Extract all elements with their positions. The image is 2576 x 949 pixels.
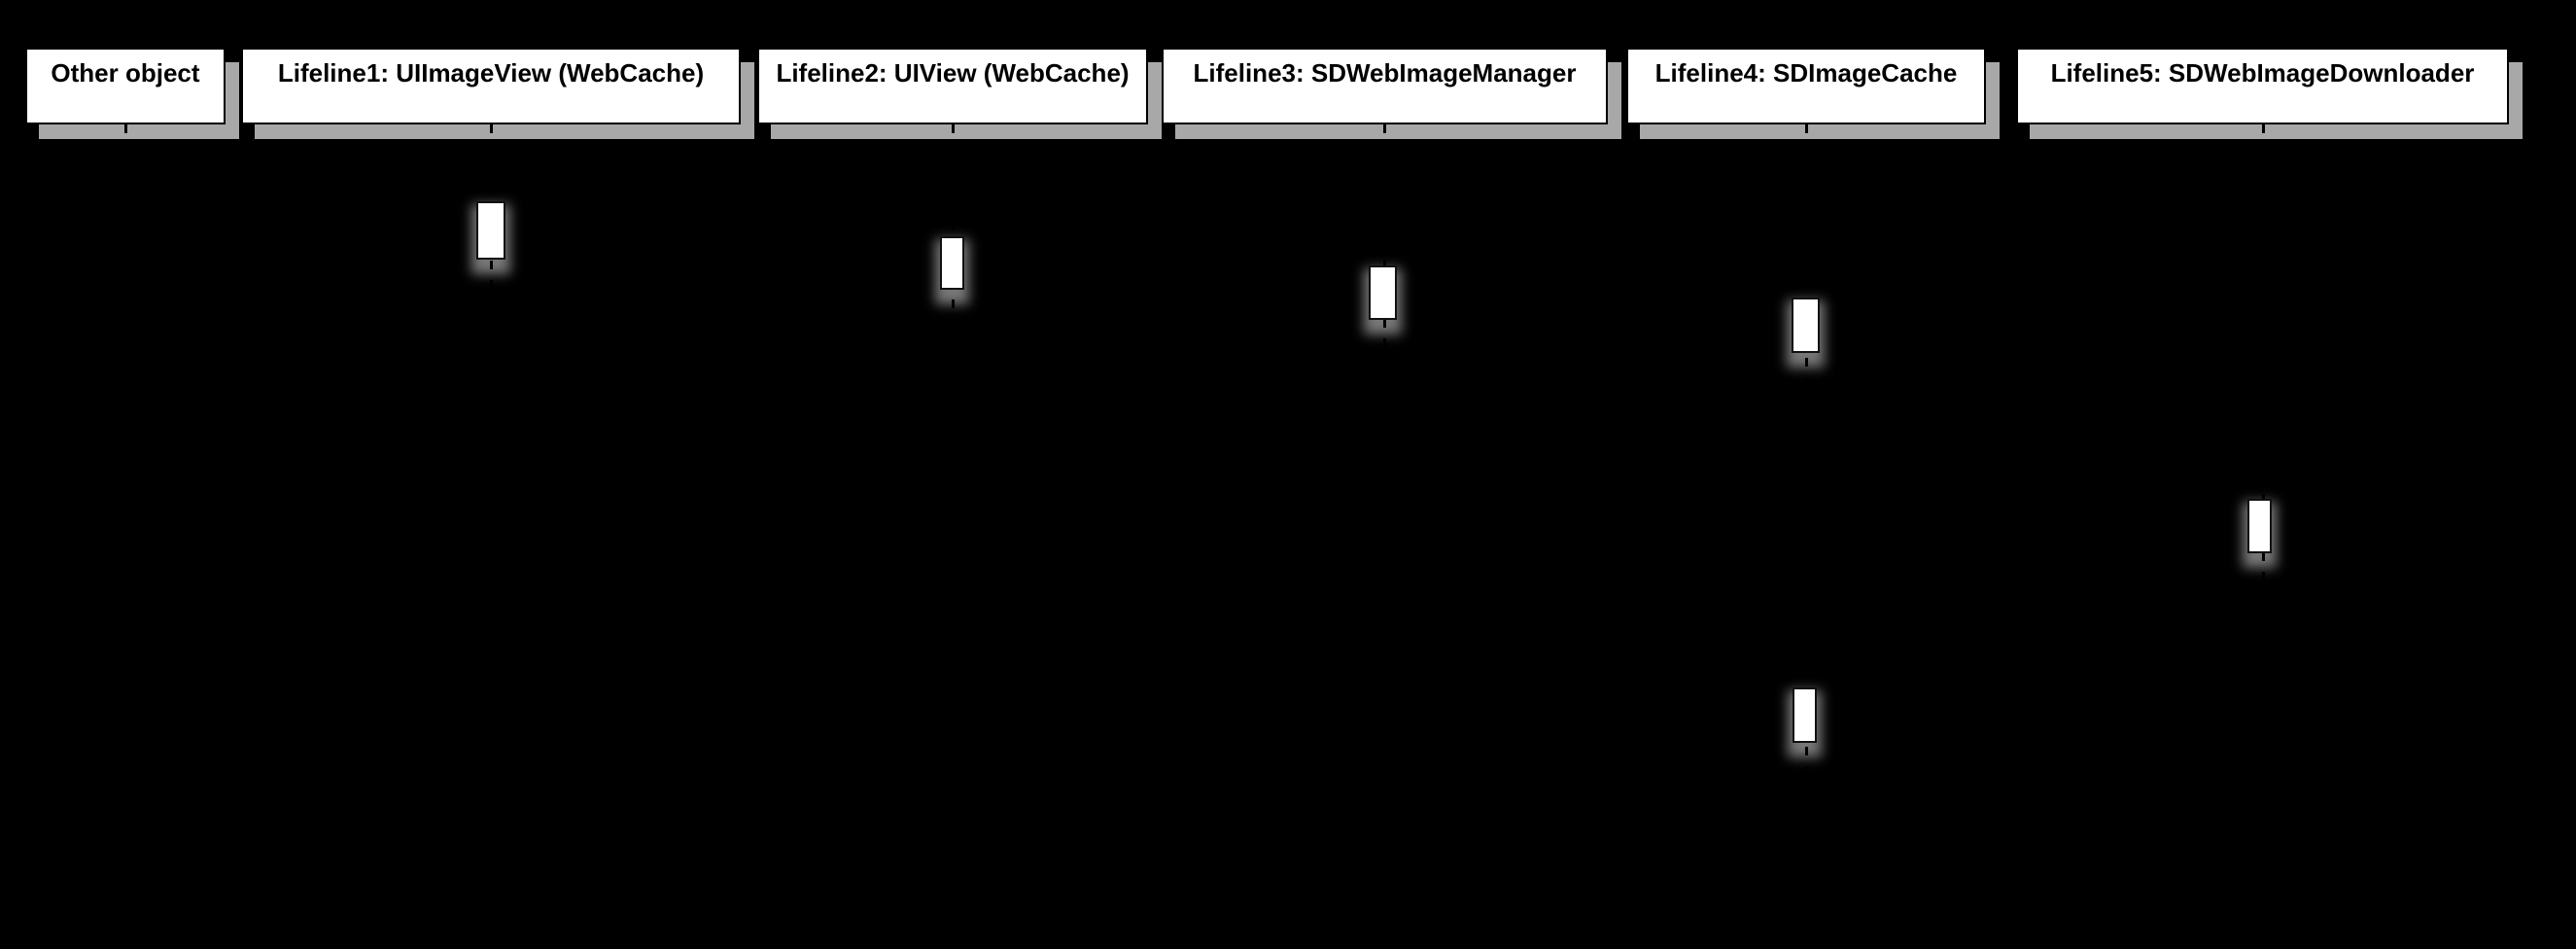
lifeline-header-box: Lifeline2: UIView (WebCache) — [757, 48, 1148, 124]
lifeline-header-box: Other object — [25, 48, 226, 124]
lifeline-label: Lifeline1: UIImageView (WebCache) — [277, 58, 705, 88]
lifeline-dashed-line — [124, 124, 127, 939]
lifeline-header-box: Lifeline4: SDImageCache — [1626, 48, 1986, 124]
activation-bar — [2247, 499, 2272, 553]
lifeline-header-box: Lifeline1: UIImageView (WebCache) — [241, 48, 741, 124]
lifeline-label: Lifeline4: SDImageCache — [1654, 58, 1958, 88]
activation-bar — [1792, 298, 1820, 353]
lifeline-label: Lifeline2: UIView (WebCache) — [776, 58, 1130, 88]
lifeline-label: Lifeline5: SDWebImageDownloader — [2050, 58, 2475, 88]
lifeline-header-box: Lifeline3: SDWebImageManager — [1162, 48, 1608, 124]
lifeline-label: Lifeline3: SDWebImageManager — [1193, 58, 1577, 88]
activation-bar — [1369, 265, 1397, 320]
lifeline-dashed-line — [1383, 124, 1386, 939]
lifeline-header-box: Lifeline5: SDWebImageDownloader — [2016, 48, 2509, 124]
lifeline-dashed-line — [1805, 124, 1808, 939]
activation-bar — [476, 201, 505, 260]
lifeline-label: Other object — [51, 58, 200, 88]
activation-bar — [1793, 687, 1817, 743]
activation-bar — [940, 236, 964, 290]
lifeline-dashed-line — [490, 124, 493, 939]
lifeline-dashed-line — [952, 124, 955, 939]
